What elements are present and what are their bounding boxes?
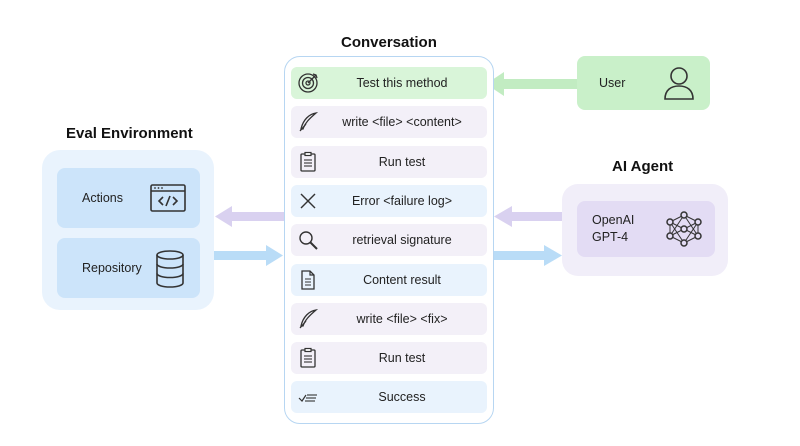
- database-icon: [156, 250, 184, 288]
- conversation-title: Conversation: [341, 34, 437, 51]
- checklist-icon: [297, 386, 319, 408]
- clipboard-icon: [297, 151, 319, 173]
- conversation-step-label: retrieval signature: [352, 233, 452, 248]
- target-icon: [297, 72, 319, 94]
- model-card: OpenAI GPT-4: [577, 201, 715, 257]
- quill-icon: [297, 308, 319, 330]
- arrow-eval-to-conversation: [214, 245, 283, 266]
- conversation-step: write <file> <content>: [291, 106, 487, 139]
- arrow-conversation-to-eval: [215, 206, 284, 227]
- conversation-step-label: Success: [378, 390, 426, 405]
- clipboard-icon: [297, 347, 319, 369]
- code-window-icon: [150, 184, 186, 212]
- model-line-1: OpenAI: [592, 213, 635, 227]
- actions-card: Actions: [57, 168, 200, 228]
- ai-agent-title: AI Agent: [612, 158, 674, 175]
- conversation-step: Content result: [291, 263, 487, 296]
- conversation-step: write <file> <fix>: [291, 302, 487, 335]
- arrow-user-to-conversation: [486, 72, 578, 96]
- cross-icon: [297, 190, 319, 212]
- user-label: User: [599, 76, 626, 90]
- conversation-step-label: Run test: [378, 154, 426, 169]
- repository-card: Repository: [57, 238, 200, 298]
- conversation-step: Error <failure log>: [291, 184, 487, 217]
- arrow-conversation-to-agent: [494, 245, 562, 266]
- actions-label: Actions: [82, 191, 123, 205]
- neural-network-icon: [666, 211, 702, 247]
- conversation-step-label: Run test: [378, 351, 426, 366]
- document-icon: [297, 269, 319, 291]
- conversation-step: Run test: [291, 342, 487, 375]
- conversation-step-label: Test this method: [356, 76, 448, 90]
- conversation-step: retrieval signature: [291, 224, 487, 257]
- magnifier-icon: [297, 229, 319, 251]
- arrow-agent-to-conversation: [494, 206, 562, 227]
- conversation-step: Success: [291, 381, 487, 414]
- conversation-step: Run test: [291, 145, 487, 178]
- conversation-step: Test this method: [291, 67, 487, 99]
- conversation-step-label: write <file> <content>: [342, 115, 462, 130]
- model-line-2: GPT-4: [592, 230, 629, 244]
- eval-environment-title: Eval Environment: [66, 125, 193, 142]
- conversation-step-label: write <file> <fix>: [356, 311, 448, 326]
- conversation-step-label: Content result: [363, 272, 441, 287]
- repository-label: Repository: [82, 261, 142, 275]
- user-card: User: [577, 56, 710, 110]
- conversation-step-label: Error <failure log>: [351, 193, 453, 208]
- user-icon: [664, 67, 694, 100]
- quill-icon: [297, 111, 319, 133]
